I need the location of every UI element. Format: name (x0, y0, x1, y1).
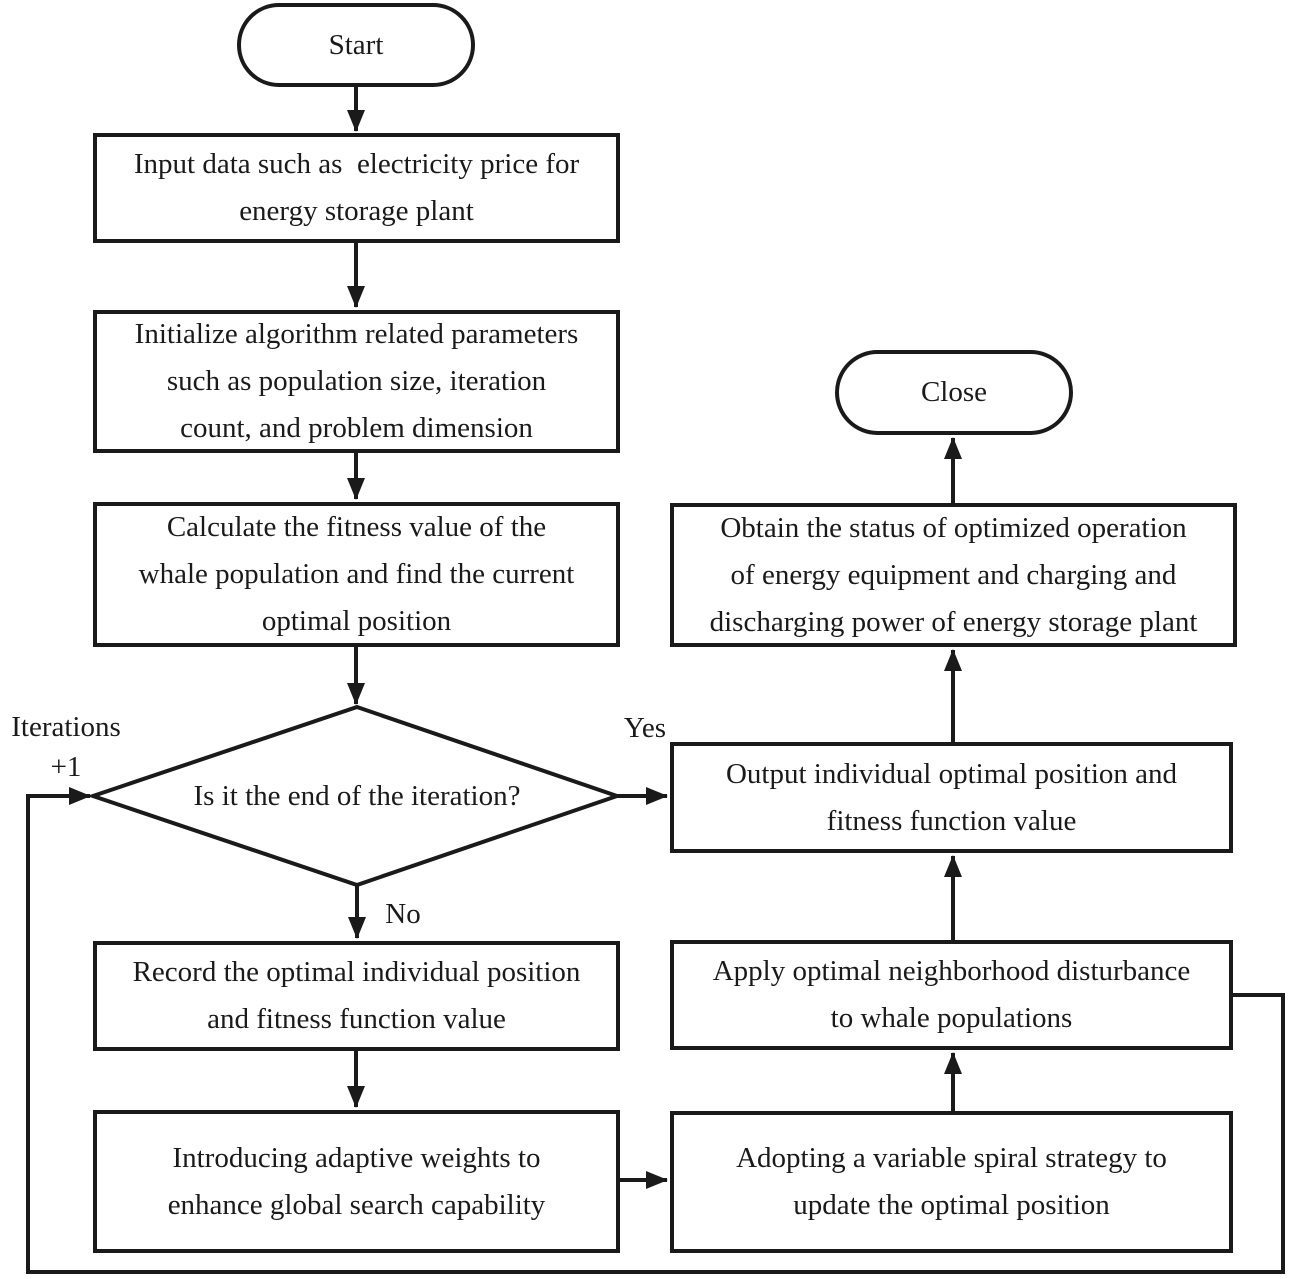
node-calculate-fitness: Calculate the fitness value of the whale… (93, 502, 620, 647)
node-apply-neighborhood-disturbance-label: Apply optimal neighborhood disturbance t… (712, 955, 1191, 1034)
node-obtain-status-label: Obtain the status of optimized operation… (709, 511, 1198, 638)
node-close-label: Close (920, 376, 988, 408)
edge-label-no: No (385, 898, 421, 930)
node-output-optimal-position-label: Output individual optimal position and f… (725, 757, 1178, 837)
node-calculate-fitness-label: Calculate the fitness value of the whale… (138, 511, 575, 637)
node-adopt-variable-spiral: Adopting a variable spiral strategy to u… (670, 1111, 1233, 1253)
node-initialize-parameters-label: Initialize algorithm related parameters … (134, 318, 579, 444)
node-start-label: Start (328, 28, 384, 61)
node-apply-neighborhood-disturbance: Apply optimal neighborhood disturbance t… (670, 940, 1233, 1050)
node-obtain-status: Obtain the status of optimized operation… (670, 503, 1237, 647)
node-adopt-variable-spiral-label: Adopting a variable spiral strategy to u… (736, 1142, 1167, 1221)
node-record-optimal-label: Record the optimal individual position a… (132, 956, 581, 1035)
feedback-loop-apply-to-decision (26, 787, 1285, 1274)
node-introduce-adaptive-weights-label: Introducing adaptive weights to enhance … (167, 1141, 546, 1221)
node-input-data-label: Input data such as electricity price for… (133, 148, 580, 227)
node-close: Close (835, 350, 1073, 435)
node-decision-end-of-iteration: Is it the end of the iteration? (113, 772, 601, 820)
node-decision-label: Is it the end of the iteration? (193, 779, 521, 812)
decision-diamond-shape (86, 704, 624, 888)
edge-label-iterations: Iterations (11, 711, 121, 743)
edge-label-plus-one: +1 (50, 751, 82, 783)
node-input-data: Input data such as electricity price for… (93, 133, 620, 243)
node-initialize-parameters: Initialize algorithm related parameters … (93, 310, 620, 453)
node-introduce-adaptive-weights: Introducing adaptive weights to enhance … (93, 1110, 620, 1253)
node-output-optimal-position: Output individual optimal position and f… (670, 742, 1233, 853)
node-start: Start (237, 3, 475, 87)
edge-label-yes: Yes (623, 712, 667, 744)
node-record-optimal: Record the optimal individual position a… (93, 941, 620, 1051)
